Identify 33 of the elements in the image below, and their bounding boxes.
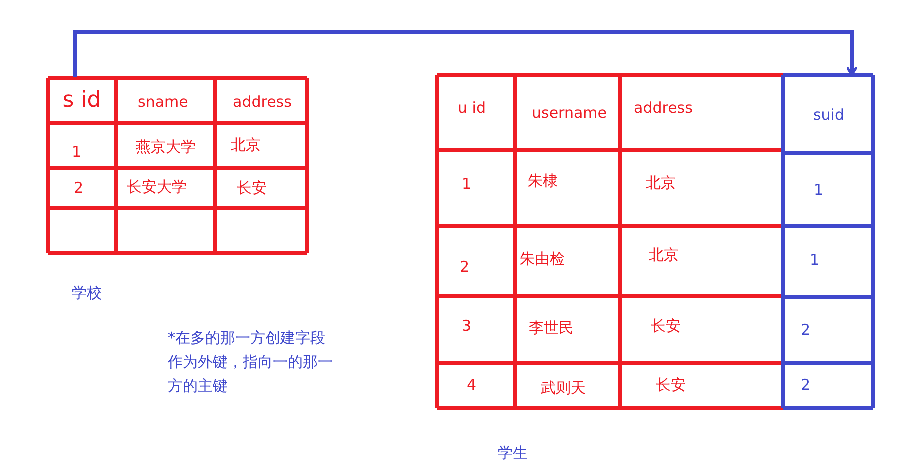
cell-text: 1: [810, 251, 820, 269]
cell-text: 长安大学: [127, 178, 187, 196]
cell-text: 北京: [646, 174, 676, 192]
table-caption: 学校: [72, 284, 102, 302]
cell-text: 1: [462, 175, 472, 193]
cell-text: 北京: [231, 136, 261, 154]
cell-text: 1: [72, 143, 82, 161]
cell-text: 朱棣: [528, 172, 558, 190]
cell-text: 2: [801, 376, 811, 394]
cell-text: 2: [460, 258, 470, 276]
cell-text: 2: [801, 321, 811, 339]
cell-text: 朱由检: [520, 250, 565, 268]
cell-text: 长安: [651, 317, 681, 335]
cell-text: 北京: [649, 246, 679, 264]
column-header: u id: [458, 99, 486, 117]
cell-text: 1: [814, 181, 824, 199]
cell-text: 3: [462, 317, 472, 335]
cell-text: 4: [467, 376, 477, 394]
cell-text: 武则天: [541, 379, 586, 397]
column-header: username: [532, 104, 607, 122]
cell-text: 长安: [237, 179, 267, 197]
header-text: suid: [813, 106, 844, 124]
column-header: sname: [138, 93, 188, 111]
header-text: s id: [62, 88, 102, 113]
column-header: address: [233, 93, 292, 111]
table-caption: 学生: [498, 444, 528, 462]
cell-text: 李世民: [529, 319, 574, 337]
arrow: [73, 30, 858, 77]
column-header: address: [634, 99, 693, 117]
cell-text: 长安: [656, 376, 686, 394]
note-text: *在多的那一方创建字段作为外键，指向一的那一方的主键: [168, 328, 333, 397]
cell-text: 燕京大学: [136, 138, 196, 156]
cell-text: 2: [74, 179, 84, 197]
